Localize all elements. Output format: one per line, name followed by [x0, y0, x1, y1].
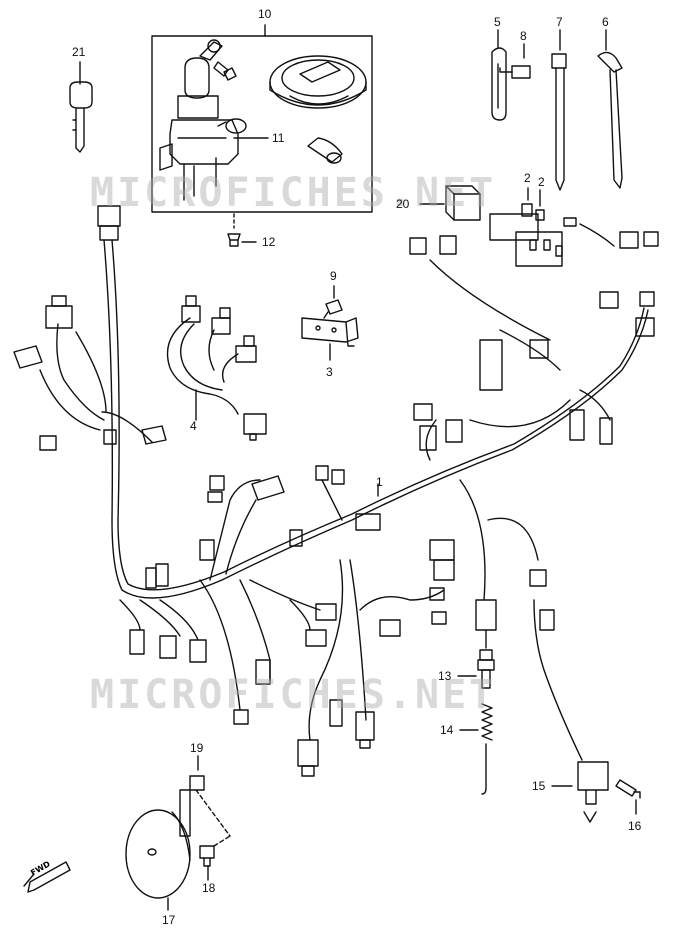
fuse-2b-drawing: [535, 189, 545, 221]
switch-15-drawing: [533, 599, 609, 823]
relay-20-drawing: [419, 185, 481, 221]
tie-6-drawing: [597, 29, 623, 189]
part-label-1: 1: [376, 475, 383, 489]
part-label-14: 14: [440, 723, 454, 737]
part-label-19: 19: [190, 741, 204, 755]
part-label-9: 9: [330, 269, 337, 283]
fwd-arrow-icon: [23, 861, 71, 893]
part-label-15: 15: [532, 779, 546, 793]
part-label-12: 12: [262, 235, 276, 249]
bolt-8-drawing: [499, 43, 531, 79]
part-label-20: 20: [396, 197, 410, 211]
part-label-11: 11: [272, 131, 285, 145]
part-label-3: 3: [326, 365, 333, 379]
screw-16-drawing: [615, 779, 641, 815]
part-label-10: 10: [258, 7, 272, 21]
part-label-8: 8: [520, 29, 527, 43]
key-21-drawing: [69, 61, 93, 153]
part-label-18: 18: [202, 881, 216, 895]
part-label-13: 13: [438, 669, 452, 683]
sub-harness-4-drawing: [166, 295, 267, 441]
band-5-drawing: [491, 29, 507, 121]
watermark-top: MICROFICHES.NET: [90, 170, 497, 216]
part-label-2a: 2: [524, 171, 531, 185]
switch-13-drawing: [457, 629, 495, 689]
part-label-4: 4: [190, 419, 197, 433]
watermark-bottom: MICROFICHES.NET: [90, 672, 497, 718]
horn-17-drawing: [125, 789, 191, 911]
part-label-21: 21: [72, 45, 86, 59]
ignition-kit-box: [151, 24, 373, 213]
part-label-17: 17: [162, 913, 176, 927]
part-label-6: 6: [602, 15, 609, 29]
lock-cylinder-drawing: [307, 137, 343, 164]
part-label-16: 16: [628, 819, 642, 833]
fuse-2a-drawing: [521, 187, 533, 217]
screw-9-drawing: [323, 285, 343, 319]
spring-14-drawing: [459, 703, 493, 795]
fuel-cap-lock-drawing: [269, 55, 367, 109]
part-label-5: 5: [494, 15, 501, 29]
ignition-switch-drawing: [159, 39, 247, 201]
part-label-7: 7: [556, 15, 563, 29]
fwd-label: FWD: [18, 859, 52, 880]
main-harness-1-drawing: [13, 205, 659, 777]
fuse-box-drawing: [489, 213, 615, 267]
fastener-19-drawing: [189, 755, 231, 837]
screw-12-drawing: [227, 213, 257, 247]
tie-7-drawing: [551, 29, 567, 191]
part-label-2b: 2: [538, 175, 545, 189]
bracket-3-drawing: [301, 317, 359, 361]
fastener-18-drawing: [199, 835, 231, 881]
